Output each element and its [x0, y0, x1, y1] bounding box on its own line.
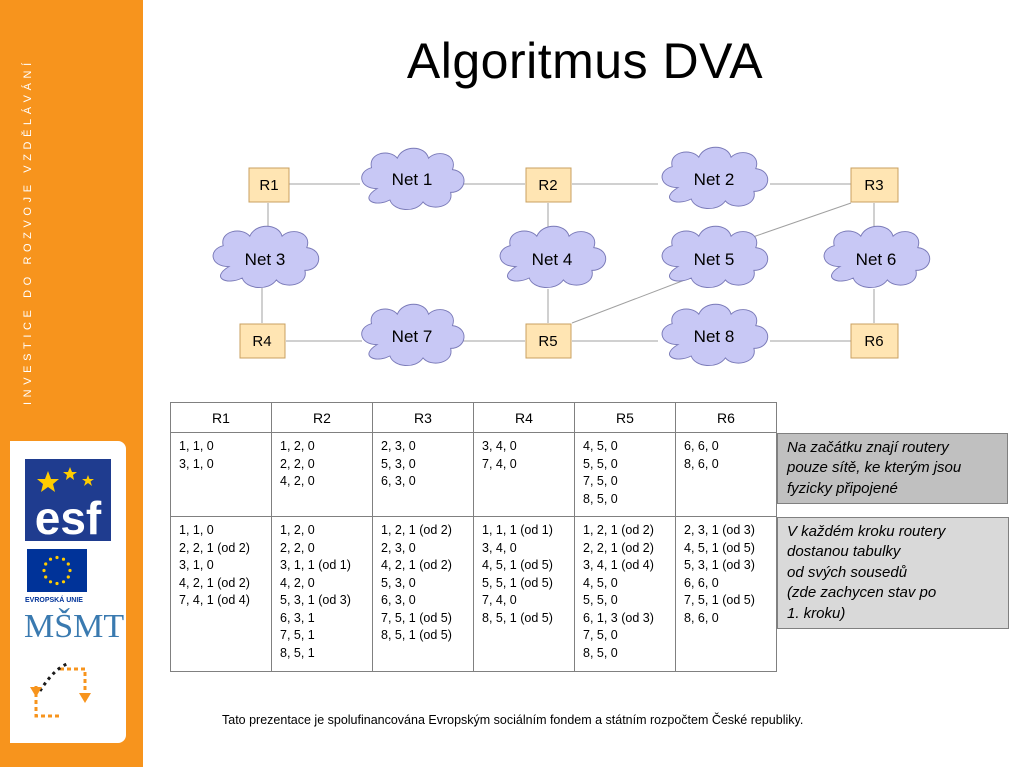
- table-row: 1, 1, 0 2, 2, 1 (od 2) 3, 1, 0 4, 2, 1 (…: [170, 516, 1009, 672]
- table-header-row: R1 R2 R3 R4 R5 R6: [170, 402, 1009, 433]
- table-cell: 1, 2, 1 (od 2) 2, 2, 1 (od 2) 3, 4, 1 (o…: [574, 516, 676, 672]
- eu-flag: [27, 549, 87, 592]
- column-header: R4: [473, 402, 575, 433]
- router-label: R3: [864, 177, 883, 194]
- esf-logo-text: esf: [35, 492, 102, 544]
- routers: R1 R2 R3 R4 R5 R6: [239, 167, 899, 359]
- net-label: Net 8: [694, 327, 735, 346]
- table-cell: 1, 1, 0 2, 2, 1 (od 2) 3, 1, 0 4, 2, 1 (…: [170, 516, 272, 672]
- table-cell: 3, 4, 0 7, 4, 0: [473, 432, 575, 517]
- msmt-logo-text: MŠMT: [24, 607, 124, 645]
- net-label: Net 4: [532, 250, 573, 269]
- router-label: R6: [864, 333, 883, 350]
- esf-logo: esf: [25, 459, 111, 544]
- table-row: 1, 1, 0 3, 1, 0 1, 2, 0 2, 2, 0 4, 2, 0 …: [170, 432, 1009, 517]
- esf-star-icon: [37, 471, 59, 492]
- esf-star-icon: [63, 467, 77, 480]
- router-label: R2: [538, 177, 557, 194]
- note-cell: Na začátku znají routery pouze sítě, ke …: [777, 432, 1009, 517]
- column-header: R3: [372, 402, 474, 433]
- router-r5: R5: [525, 323, 572, 359]
- column-header: R6: [675, 402, 777, 433]
- eu-star-icon: [61, 580, 66, 584]
- router-box: [248, 167, 290, 203]
- footer-text: Tato prezentace je spolufinancována Evro…: [222, 713, 804, 727]
- net-label: Net 7: [392, 327, 433, 346]
- router-r4: R4: [239, 323, 286, 359]
- network-links: [261, 183, 875, 342]
- net-label: Net 1: [392, 170, 433, 189]
- eu-logo: EVROPSKÁ UNIE: [25, 549, 87, 604]
- initial-state-note: Na začátku znají routery pouze sítě, ke …: [777, 432, 1008, 504]
- table-cell: 2, 3, 1 (od 3) 4, 5, 1 (od 5) 5, 3, 1 (o…: [675, 516, 777, 672]
- eu-star-icon: [55, 555, 59, 560]
- eu-star-icon: [44, 575, 48, 579]
- eu-star-icon: [61, 557, 66, 561]
- router-box: [850, 167, 899, 203]
- opvk-logo-icon: [30, 661, 91, 718]
- network-labels: Net 1 Net 2 Net 3 Net 4 Net 5 Net 6 Net …: [245, 170, 897, 346]
- table-cell: 1, 2, 0 2, 2, 0 3, 1, 1 (od 1) 4, 2, 0 5…: [271, 516, 373, 672]
- router-box: [239, 323, 286, 359]
- table-cell: 2, 3, 0 5, 3, 0 6, 3, 0: [372, 432, 474, 517]
- page-title: Algoritmus DVA: [406, 33, 764, 89]
- network-diagram: R1 R2 R3 R4 R5 R6 Ne: [212, 146, 931, 367]
- net-label: Net 6: [856, 250, 897, 269]
- net-label: Net 2: [694, 170, 735, 189]
- msmt-logo: MŠMT: [24, 607, 124, 645]
- eu-star-icon: [66, 562, 70, 566]
- eu-logo-text: EVROPSKÁ UNIE: [25, 595, 83, 604]
- router-label: R1: [259, 177, 278, 194]
- logo-panel: esf EVROPSKÁ UNIE MŠMT: [10, 441, 126, 743]
- table-cell: 1, 1, 1 (od 1) 3, 4, 0 4, 5, 1 (od 5) 5,…: [473, 516, 575, 672]
- net-label: Net 5: [694, 250, 735, 269]
- router-r3: R3: [850, 167, 899, 203]
- header-spacer: [777, 403, 1009, 433]
- router-r2: R2: [525, 167, 572, 203]
- eu-star-icon: [44, 562, 48, 566]
- eu-star-icon: [48, 557, 53, 561]
- table-cell: 1, 1, 0 3, 1, 0: [170, 432, 272, 517]
- sidebar-band: INVESTICE DO ROZVOJE VZDĚLÁVÁNÍ esf EVRO…: [0, 0, 143, 767]
- first-step-note: V každém kroku routery dostanou tabulky …: [777, 516, 1009, 629]
- table-cell: 1, 2, 0 2, 2, 0 4, 2, 0: [271, 432, 373, 517]
- router-box: [525, 323, 572, 359]
- table-cell: 4, 5, 0 5, 5, 0 7, 5, 0 8, 5, 0: [574, 432, 676, 517]
- column-header: R2: [271, 402, 373, 433]
- eu-star-icon: [48, 580, 53, 584]
- router-r6: R6: [850, 323, 899, 359]
- eu-star-icon: [66, 575, 70, 579]
- router-box: [525, 167, 572, 203]
- router-r1: R1: [248, 167, 290, 203]
- eu-star-icon: [68, 568, 72, 573]
- eu-star-icon: [55, 581, 59, 586]
- table-cell: 6, 6, 0 8, 6, 0: [675, 432, 777, 517]
- routing-table: R1 R2 R3 R4 R5 R6 1, 1, 0 3, 1, 0 1, 2, …: [170, 402, 1009, 672]
- esf-star-icon: [82, 475, 94, 486]
- link: [749, 202, 852, 239]
- eu-star-icon: [42, 568, 46, 573]
- router-label: R4: [252, 333, 271, 350]
- link: [571, 277, 691, 324]
- net-label: Net 3: [245, 250, 286, 269]
- table-cell: 1, 2, 1 (od 2) 2, 3, 0 4, 2, 1 (od 2) 5,…: [372, 516, 474, 672]
- column-header: R1: [170, 402, 272, 433]
- eu-stars: [42, 555, 72, 586]
- note-cell: V každém kroku routery dostanou tabulky …: [777, 516, 1009, 672]
- router-label: R5: [538, 333, 557, 350]
- router-box: [850, 323, 899, 359]
- logos-svg: esf EVROPSKÁ UNIE MŠMT: [24, 459, 124, 718]
- column-header: R5: [574, 402, 676, 433]
